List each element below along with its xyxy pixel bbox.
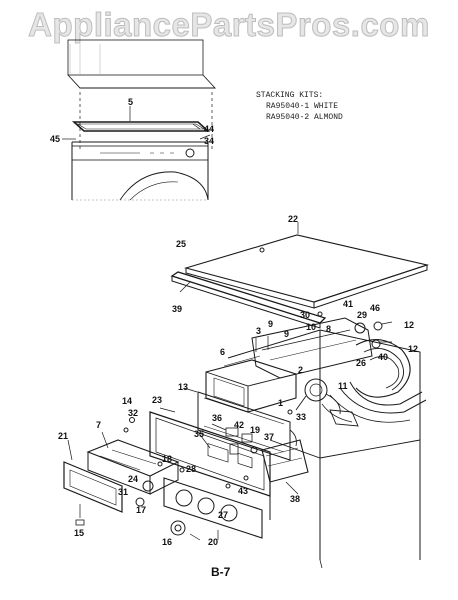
stacking-kits-title: STACKING KITS:: [256, 91, 324, 100]
stacking-kit-inset: [62, 39, 217, 201]
drawer-front: [63, 439, 123, 526]
stacking-kit-almond: RA95040-2 ALMOND: [266, 113, 343, 122]
callout-labels: 5 44 45 34 22 25 39 30 41 29 46 12 12 3 …: [50, 97, 418, 547]
console-panel: [149, 407, 271, 497]
callout-11: 11: [338, 381, 348, 391]
dispenser-drawer: [86, 431, 180, 495]
top-trim-strip: [170, 271, 327, 329]
callout-29: 29: [357, 310, 367, 320]
timer: [261, 429, 309, 495]
callout-28: 28: [186, 464, 196, 474]
pump-assembly: [295, 378, 359, 427]
callout-2: 2: [298, 365, 303, 375]
callout-1: 1: [278, 398, 283, 408]
callout-30: 30: [300, 310, 310, 320]
callout-5: 5: [128, 97, 133, 107]
callout-34: 34: [204, 136, 214, 146]
callout-38: 38: [290, 494, 300, 504]
callout-17: 17: [136, 505, 146, 515]
callout-33: 33: [296, 412, 306, 422]
callout-26: 26: [356, 358, 366, 368]
hoses-and-harness: [329, 339, 427, 423]
callout-9-b: 9: [284, 329, 289, 339]
callout-40: 40: [378, 352, 388, 362]
callout-37: 37: [264, 432, 274, 442]
callout-36: 36: [212, 413, 222, 423]
callout-10: 10: [306, 322, 316, 332]
callout-22: 22: [288, 214, 298, 224]
callout-3: 3: [256, 326, 261, 336]
callout-9-a: 9: [268, 319, 273, 329]
stacking-kits-note: STACKING KITS: RA95040-1 WHITE RA95040-2 A…: [256, 90, 343, 123]
callout-12-lower: 12: [408, 344, 418, 354]
watermark: AppliancePartsPros.com: [28, 6, 430, 44]
callout-45: 45: [50, 134, 60, 144]
callout-16: 16: [162, 537, 172, 547]
callout-7: 7: [96, 420, 101, 430]
page-number: B-7: [211, 565, 231, 579]
callout-42: 42: [234, 420, 244, 430]
dispenser-box: [205, 355, 297, 413]
fasteners: [123, 247, 323, 489]
callout-19: 19: [250, 425, 260, 435]
callout-21: 21: [58, 431, 68, 441]
callout-14: 14: [122, 396, 132, 406]
callout-8: 8: [326, 324, 331, 334]
console-knobs: [135, 477, 263, 541]
callout-43: 43: [238, 486, 248, 496]
callout-15: 15: [74, 528, 84, 538]
console-switches: [197, 423, 258, 455]
callout-46: 46: [370, 303, 380, 313]
callout-31: 31: [118, 487, 128, 497]
callout-32: 32: [128, 408, 138, 418]
callout-25: 25: [176, 239, 186, 249]
callout-18: 18: [162, 454, 172, 464]
callout-12-upper: 12: [404, 320, 414, 330]
callout-35: 35: [194, 429, 204, 439]
callout-23: 23: [152, 395, 162, 405]
callout-13: 13: [178, 382, 188, 392]
callout-24: 24: [128, 474, 138, 484]
water-valve-bracket: [251, 317, 393, 379]
stacking-kit-white: RA95040-1 WHITE: [266, 102, 339, 111]
top-panel: [183, 222, 430, 309]
callout-6: 6: [220, 347, 225, 357]
callout-20: 20: [208, 537, 218, 547]
callout-41: 41: [343, 299, 353, 309]
callout-44: 44: [204, 124, 214, 134]
callout-39: 39: [172, 304, 182, 314]
callout-27: 27: [218, 510, 228, 520]
